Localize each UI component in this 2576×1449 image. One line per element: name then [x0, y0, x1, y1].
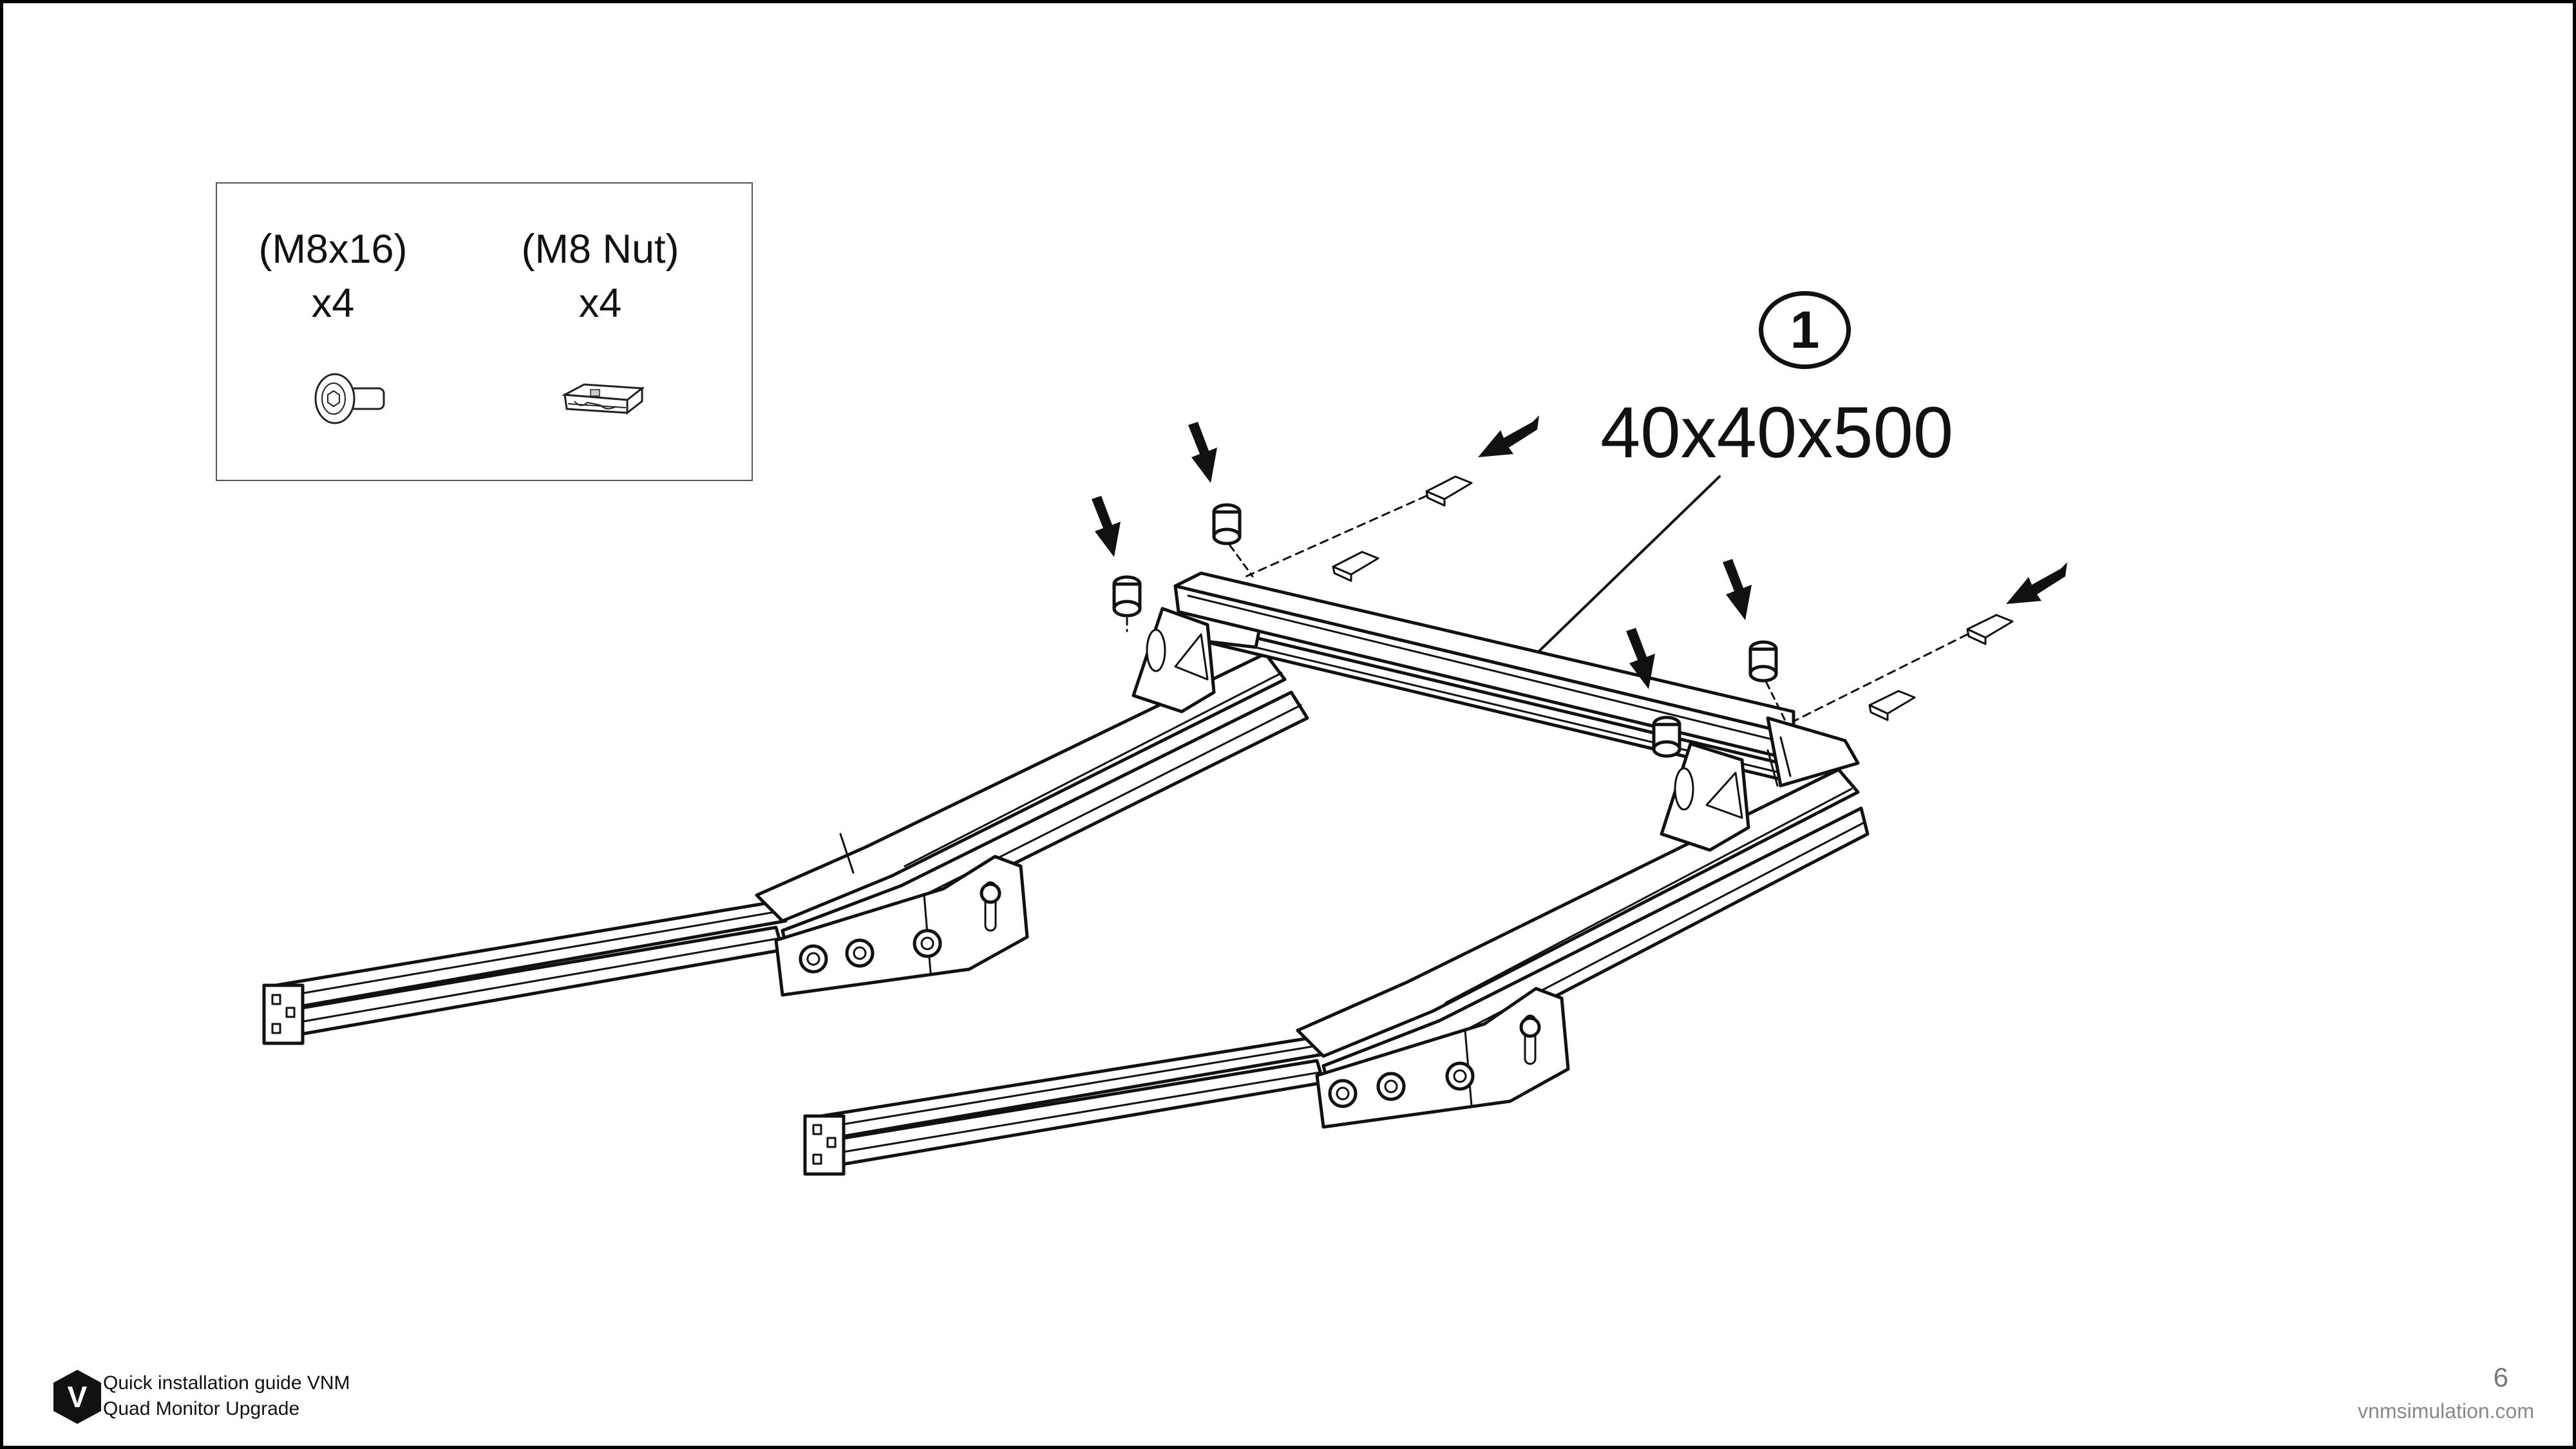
svg-text:V: V: [68, 1380, 88, 1414]
nut-4: [1868, 690, 1916, 721]
nut-3: [1966, 614, 2014, 645]
part-nut-qty: x4: [578, 281, 622, 326]
screw-4: [1748, 640, 1788, 726]
arrow-2: [1188, 422, 1217, 483]
part-nut: (M8 Nut) x4: [504, 222, 697, 330]
direction-arrows: [1092, 415, 2067, 689]
parts-list-box: (M8x16) x4 (M8 Nut) x4: [216, 182, 753, 481]
left-rail-assembly: [262, 652, 1309, 1045]
assembly-drawing: [262, 415, 2067, 1176]
nut-1: [1425, 475, 1473, 507]
part-bolt: (M8x16) x4: [236, 222, 430, 330]
screws-and-nuts: [1112, 475, 2014, 758]
arrow-5: [1723, 559, 1752, 620]
profile-dimension-label: 40x40x500: [1600, 392, 1954, 473]
arrow-1: [1092, 496, 1121, 557]
t-nut-icon: [561, 383, 645, 415]
vnm-logo-icon: V: [53, 1370, 101, 1424]
part-bolt-name: (M8x16): [258, 227, 408, 272]
part-bolt-qty: x4: [311, 281, 355, 326]
footer-line-1: Quick installation guide VNM: [103, 1372, 350, 1394]
website-link[interactable]: vnmsimulation.com: [2358, 1399, 2534, 1423]
page-number: 6: [2493, 1362, 2508, 1392]
screw-1: [1112, 575, 1142, 632]
arrow-3: [1478, 415, 1539, 457]
nut-2: [1332, 551, 1379, 582]
step-number-badge: 1: [1759, 291, 1851, 369]
arrow-4: [1626, 628, 1655, 689]
bolt-icon: [314, 373, 385, 424]
part-nut-name: (M8 Nut): [521, 227, 679, 272]
cross-member-40x40x500: [1132, 571, 1860, 852]
arrow-6: [2006, 562, 2067, 604]
footer-line-2: Quad Monitor Upgrade: [103, 1398, 300, 1419]
callout-leader-line: [1519, 475, 1721, 671]
footer-title: Quick installation guide VNM Quad Monito…: [103, 1370, 350, 1422]
screw-3: [1652, 715, 1681, 758]
screw-2: [1212, 503, 1254, 578]
